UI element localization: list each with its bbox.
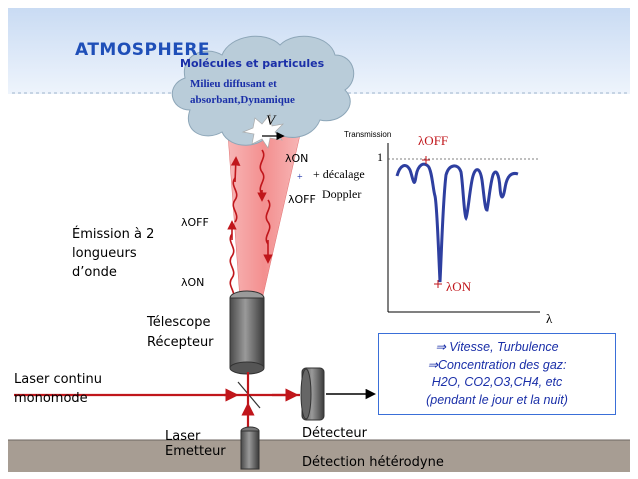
scattering-starburst bbox=[241, 113, 285, 149]
telescope-label-2: Récepteur bbox=[147, 335, 214, 350]
emission-label-3: d’onde bbox=[72, 265, 117, 280]
spectrum-lambda-off-label: λOFF bbox=[418, 133, 449, 148]
lambda-off-left-label: λOFF bbox=[181, 213, 209, 232]
lambda-off-mid-text: λOFF bbox=[288, 193, 316, 206]
detecteur-label: Détecteur bbox=[302, 426, 367, 441]
telescope-label-1: Télescope bbox=[147, 315, 211, 330]
spectrum-unity-label: 1 bbox=[377, 150, 383, 164]
lambda-on-top-label: λON bbox=[285, 149, 308, 168]
decalage-label: + décalage bbox=[313, 167, 365, 181]
emission-label-1: Émission à 2 bbox=[72, 227, 155, 242]
lambda-off-left-text: λOFF bbox=[181, 216, 209, 229]
info-box-line-4: (pendant le jour et la nuit) bbox=[426, 393, 568, 407]
info-box-line-1: ⇒ Vitesse, Turbulence bbox=[435, 340, 559, 354]
info-box-line-2: ⇒Concentration des gaz: bbox=[427, 358, 567, 372]
spectrum-xlabel: λ bbox=[546, 311, 553, 326]
info-box: ⇒ Vitesse, Turbulence ⇒Concentration des… bbox=[378, 333, 616, 415]
laser-emetteur-label-2: Emetteur bbox=[165, 444, 226, 459]
detector bbox=[300, 367, 325, 421]
spectrum-graph bbox=[387, 143, 540, 313]
laser-continu-label-2: monomode bbox=[14, 391, 88, 406]
cloud-text-milieu: Milieu diffusant et bbox=[190, 78, 277, 90]
spectrum-ylabel: Transmission bbox=[344, 130, 392, 139]
info-box-line-3: H2O, CO2,O3,CH4, etc bbox=[431, 375, 563, 389]
lambda-on-top-text: λON bbox=[285, 152, 309, 165]
cloud bbox=[171, 35, 355, 146]
lambda-off-mid-label: λOFF bbox=[288, 190, 316, 209]
lambda-on-left-text: λON bbox=[181, 276, 205, 289]
emission-label-2: longueurs bbox=[72, 246, 137, 261]
spectrum-lambda-on-label: λON bbox=[446, 279, 472, 294]
atmosphere-title: ATMOSPHERE bbox=[75, 40, 211, 60]
ground bbox=[8, 440, 630, 472]
lambda-on-left-label: λON bbox=[181, 273, 204, 292]
laser-emetteur bbox=[240, 426, 260, 470]
velocity-symbol: V bbox=[266, 113, 276, 129]
detection-heterodyne-label: Détection hétérodyne bbox=[302, 455, 444, 470]
doppler-label: Doppler bbox=[322, 187, 362, 201]
spectrum-curve bbox=[395, 162, 519, 283]
laser-emetteur-label-1: Laser bbox=[165, 429, 201, 444]
cloud-text-absorbant: absorbant,Dynamique bbox=[190, 94, 295, 106]
beam-plus-sign: + bbox=[297, 172, 303, 183]
telescope bbox=[229, 290, 265, 375]
laser-continu-label-1: Laser continu bbox=[14, 372, 102, 387]
wavy-arrows bbox=[227, 149, 273, 301]
cloud-text-molecules: Molécules et particules bbox=[180, 57, 325, 70]
laser-continu-beam bbox=[14, 372, 300, 430]
